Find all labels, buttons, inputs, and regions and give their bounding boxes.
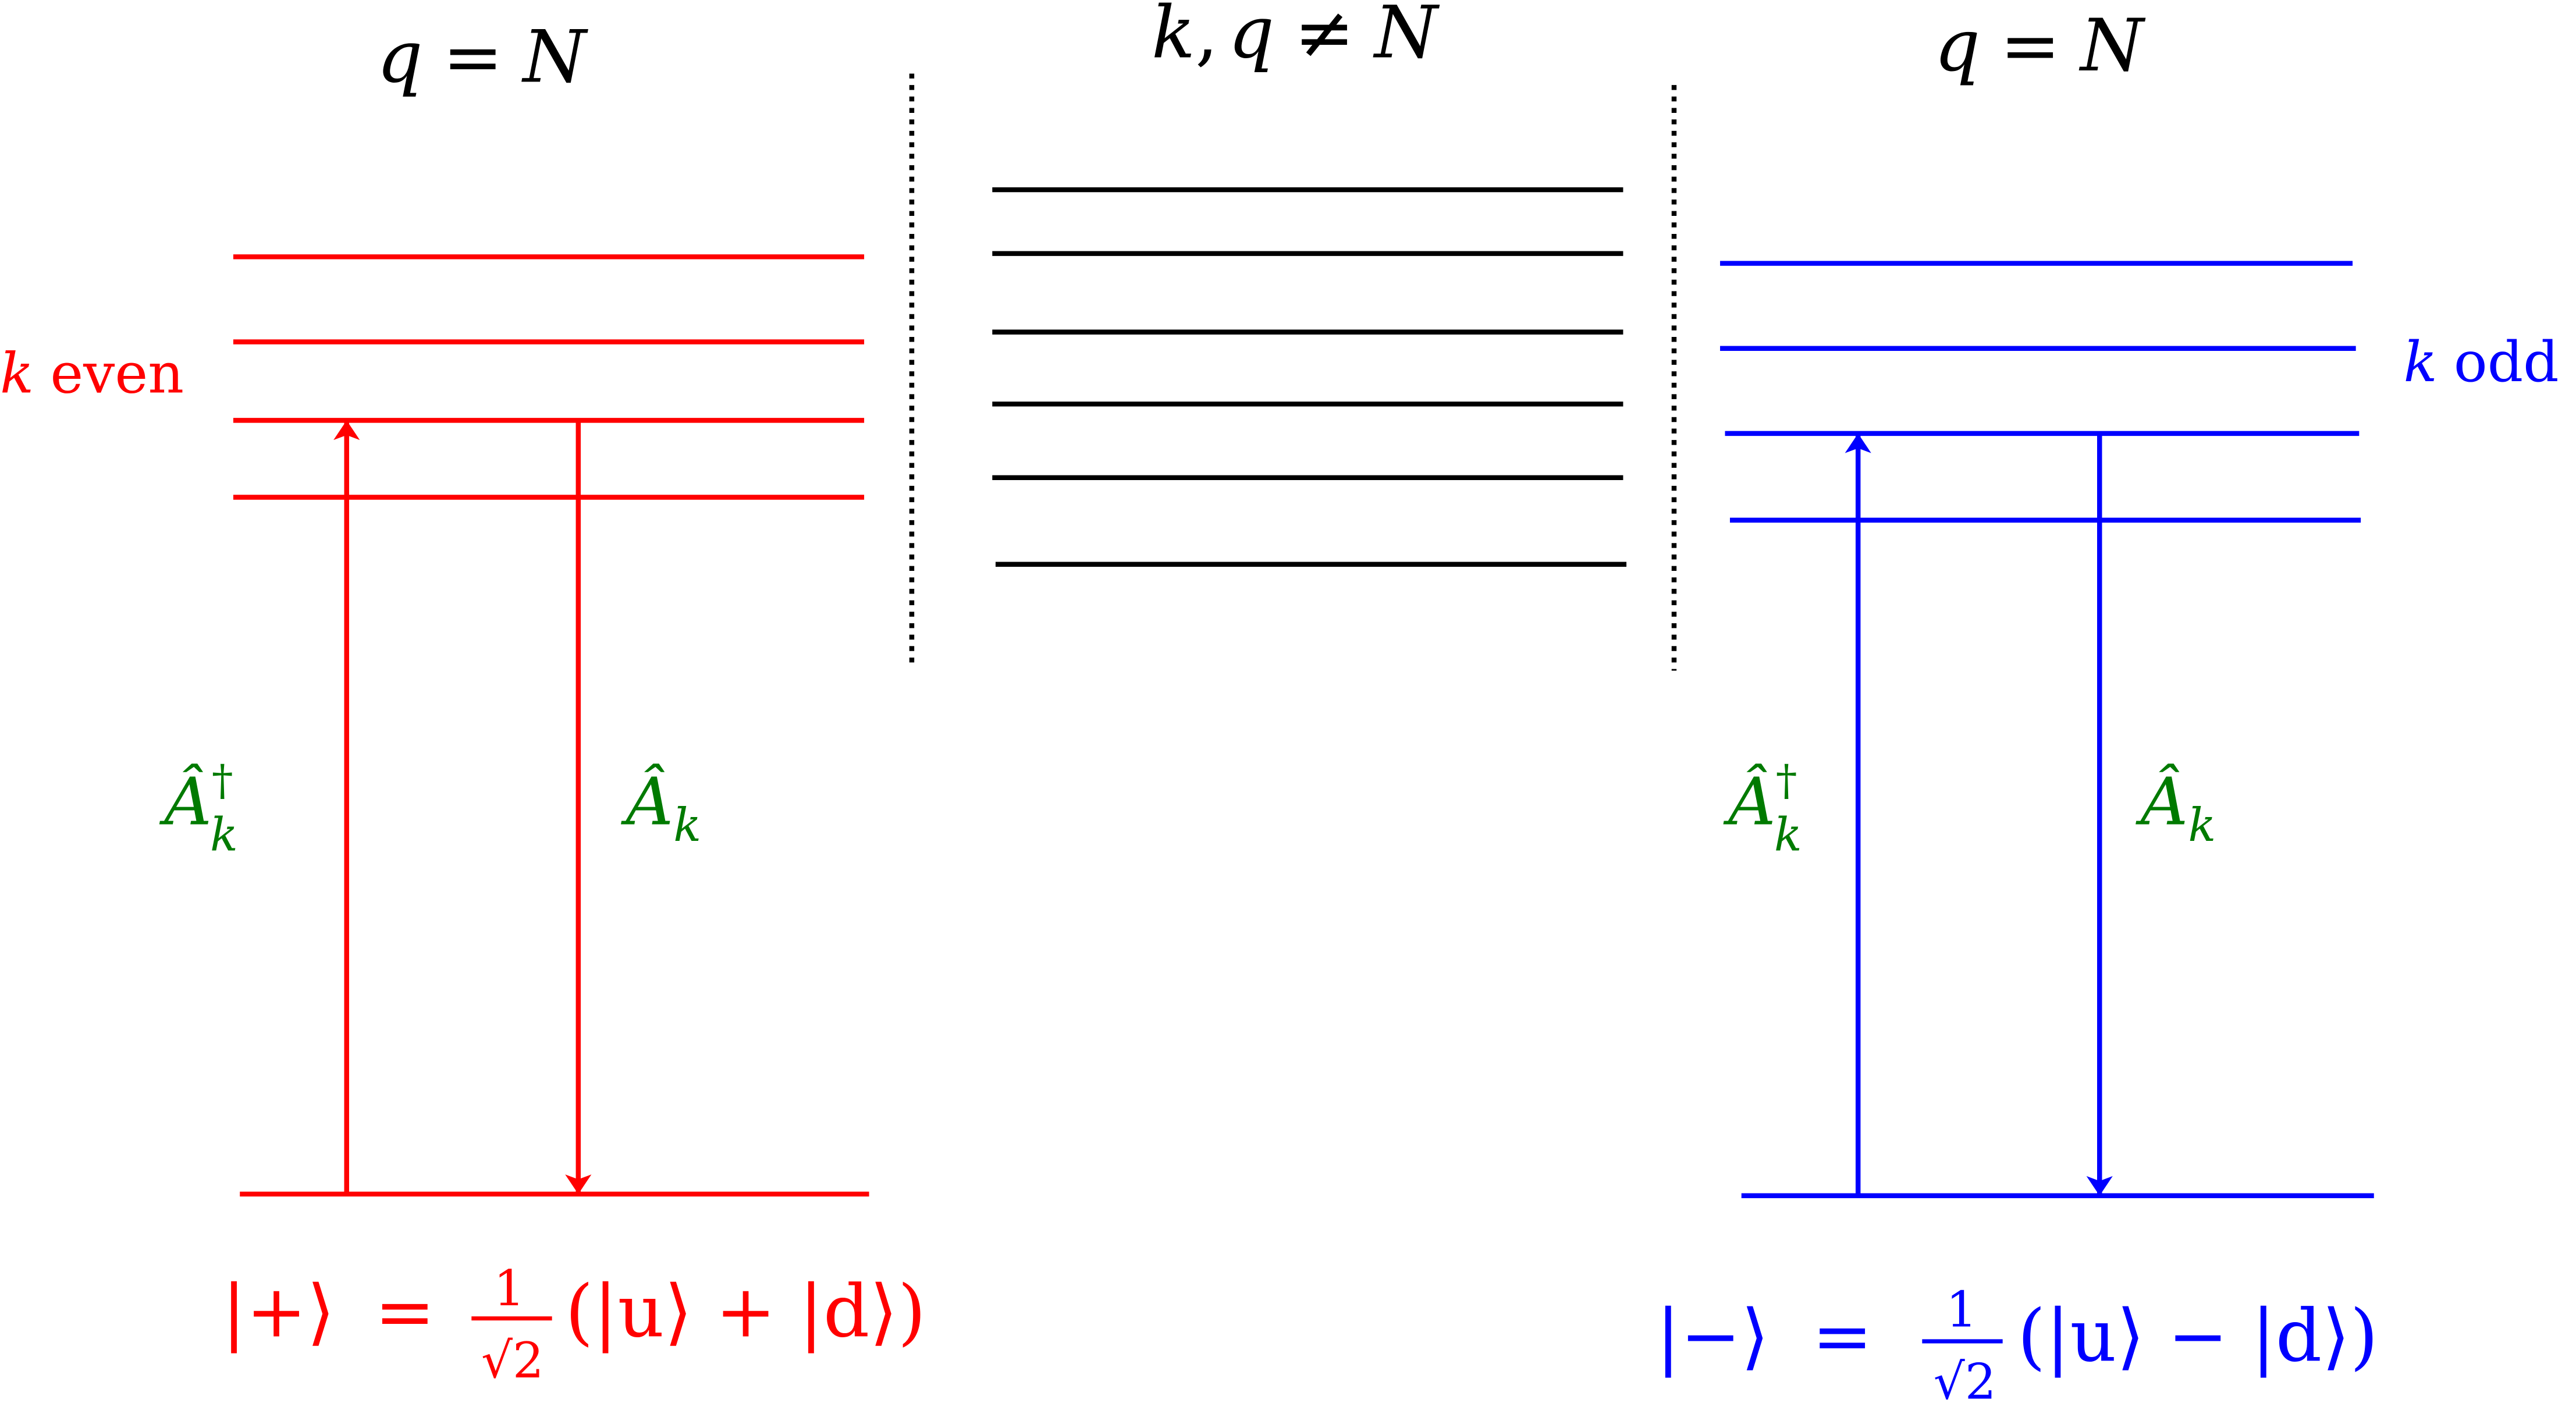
left-state-equation: |+⟩ = 1 √2 (|u⟩ + |d⟩): [222, 1260, 926, 1388]
header-left: q=N: [376, 16, 589, 100]
left-creation-operator: Â†k: [159, 756, 238, 861]
right-creation-operator: Â†k: [1723, 756, 1802, 861]
left-state-rhs: (|u⟩ + |d⟩): [565, 1270, 926, 1354]
left-state-eq: =: [375, 1270, 435, 1354]
header-center: k,q≠N: [1152, 0, 1440, 74]
left-levels: [233, 254, 869, 1197]
right-state-numerator: 1: [1946, 1281, 1977, 1338]
left-state-numerator: 1: [493, 1260, 525, 1317]
right-state-lhs: |−⟩: [1656, 1295, 1769, 1379]
left-state-lhs: |+⟩: [222, 1270, 335, 1354]
right-annihilation-operator: Âk: [2136, 763, 2216, 852]
header-right: q=N: [1934, 4, 2147, 88]
right-state-equation: |−⟩ = 1 √2 (|u⟩ − |d⟩): [1656, 1281, 2378, 1410]
center-levels: [992, 187, 1627, 567]
left-state-denominator: √2: [481, 1332, 544, 1389]
right-state-rhs: (|u⟩ − |d⟩): [2017, 1295, 2378, 1379]
left-annihilation-operator: Âk: [621, 763, 701, 852]
right-levels: [1720, 261, 2374, 1198]
right-state-denominator: √2: [1934, 1353, 1996, 1410]
right-state-eq: =: [1812, 1295, 1873, 1379]
